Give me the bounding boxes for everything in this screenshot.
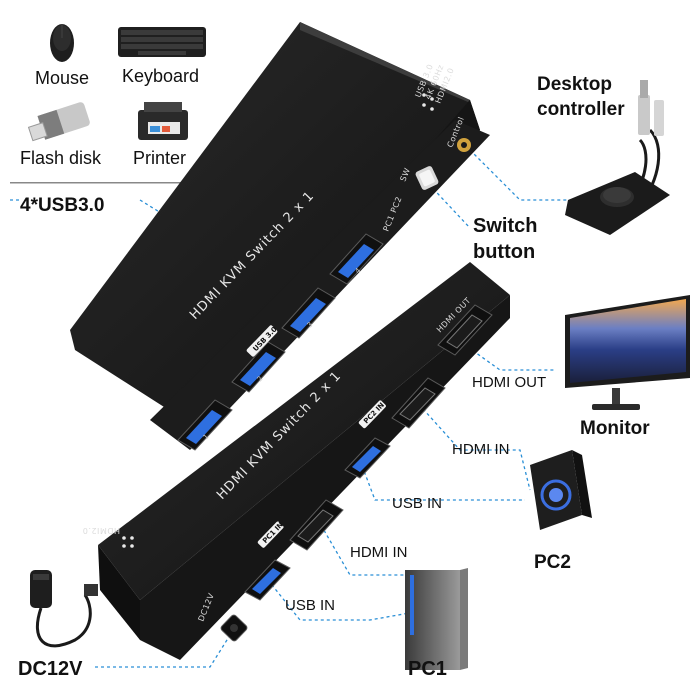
usb-port-2[interactable] [231,341,286,393]
dc-power-jack[interactable] [220,614,248,642]
desktop-controller-icon [565,80,670,235]
port-number-1: 1 [202,433,211,442]
usb-port-4[interactable] [329,233,384,285]
pc2-usb-in-label: USB IN [392,495,443,512]
separator-line [10,182,205,184]
keyboard-label: Keyboard [122,66,200,86]
rear-spec-hdmi: HDMI2.0 [82,526,120,535]
mouse-icon [50,24,74,62]
usb-port-3[interactable] [281,287,336,339]
callout-lines [10,149,575,668]
kvm-rear-unit [98,262,510,660]
port-number-2: 2 [256,375,265,384]
printer-label: Printer [133,148,187,168]
monitor-icon [565,295,690,410]
kvm-front-face [150,120,490,450]
switch-button-label-2: button [473,241,536,263]
desktop-controller-label-1: Desktop [537,74,612,95]
usb-port-1[interactable] [177,399,233,451]
power-adapter-icon [30,570,98,648]
pc2-hdmi-in-port[interactable] [391,377,446,429]
monitor-label: Monitor [580,418,650,439]
keyboard-icon [118,27,206,57]
pc1-tower-icon [405,568,468,670]
pc1-hdmi-in-label: HDMI IN [350,544,408,561]
desktop-controller-label-2: controller [537,99,625,120]
pc2-usb-in-port[interactable] [344,437,391,479]
hdmi-out-port[interactable] [437,304,493,356]
port-number-4: 4 [354,266,363,275]
pc2-label: PC2 [534,552,571,573]
pc1-usb-in-port[interactable] [244,559,291,601]
usb-ports-label: 4*USB3.0 [20,195,105,216]
mouse-label: Mouse [35,68,90,88]
pc2-hdmi-in-label: HDMI IN [452,441,510,458]
hdmi-out-label: HDMI OUT [472,374,547,391]
power-label: DC12V [18,658,83,680]
pc1-hdmi-in-port[interactable] [289,499,344,551]
pc1-usb-in-label: USB IN [285,597,336,614]
flash-disk-icon [27,102,90,142]
printer-icon [138,102,188,140]
control-jack[interactable] [457,138,471,152]
switch-button-label-1: Switch [473,215,538,237]
status-leds [422,93,434,111]
flash-disk-label: Flash disk [20,148,102,168]
pc2-tower-icon [530,450,592,530]
rear-status-leds [122,536,134,548]
pc1-label: PC1 [408,658,447,680]
switch-button[interactable] [415,165,440,191]
port-number-3: 3 [306,321,315,330]
